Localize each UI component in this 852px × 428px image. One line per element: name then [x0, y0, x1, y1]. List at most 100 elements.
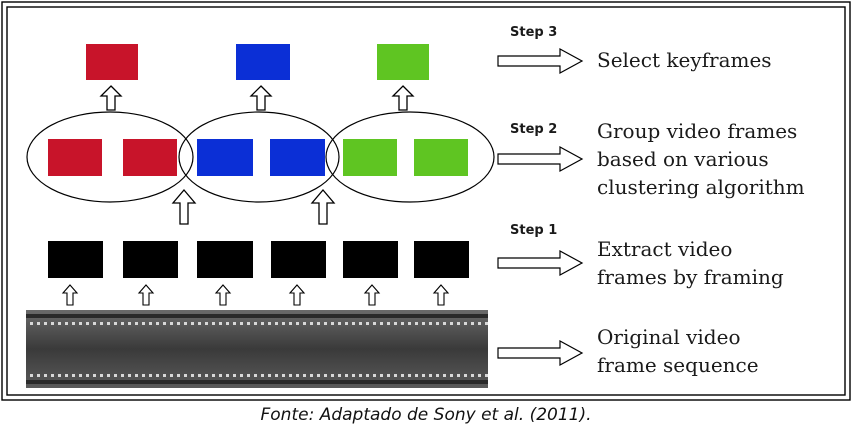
extracted-frame — [271, 241, 326, 278]
film-sprocket-hole — [401, 322, 404, 325]
cluster-frame-blue — [197, 139, 253, 176]
keyframe-red — [86, 44, 138, 80]
film-sprocket-hole — [233, 322, 236, 325]
film-sprocket-hole — [198, 322, 201, 325]
film-sprocket-hole — [177, 374, 180, 377]
film-sprocket-hole — [44, 322, 47, 325]
film-sprocket-hole — [450, 374, 453, 377]
up-arrow-icon — [61, 284, 79, 306]
film-sprocket-hole — [324, 374, 327, 377]
film-sprocket-hole — [408, 322, 411, 325]
cluster-ellipse-green — [325, 111, 495, 203]
cluster-frame-blue — [270, 139, 325, 176]
film-sprocket-holes — [30, 322, 488, 377]
outer-border — [1, 1, 851, 401]
film-sprocket-hole — [254, 374, 257, 377]
up-arrow-icon — [363, 284, 381, 306]
film-sprocket-hole — [205, 374, 208, 377]
extracted-frames — [48, 241, 469, 278]
film-sprocket-hole — [198, 374, 201, 377]
film-sprocket-hole — [268, 322, 271, 325]
film-sprocket-hole — [366, 322, 369, 325]
film-sprocket-hole — [65, 374, 68, 377]
film-sprocket-hole — [471, 322, 474, 325]
film-sprocket-hole — [226, 374, 229, 377]
film-sprocket-hole — [422, 374, 425, 377]
film-sprocket-hole — [79, 322, 82, 325]
film-sprocket-hole — [37, 374, 40, 377]
film-sprocket-hole — [93, 322, 96, 325]
film-sprocket-hole — [107, 322, 110, 325]
film-sprocket-hole — [450, 322, 453, 325]
film-sprocket-hole — [233, 374, 236, 377]
film-sprocket-hole — [380, 374, 383, 377]
step-2-description-line-1: Group video frames — [597, 119, 797, 143]
film-sprocket-hole — [394, 374, 397, 377]
right-arrow-icon — [497, 339, 584, 367]
film-sprocket-hole — [310, 322, 313, 325]
film-sprocket-hole — [443, 374, 446, 377]
film-sprocket-hole — [128, 374, 131, 377]
film-sprocket-hole — [275, 322, 278, 325]
film-sprocket-hole — [191, 374, 194, 377]
cluster-frame-green — [414, 139, 468, 176]
up-arrow-icon — [137, 284, 155, 306]
film-sprocket-hole — [471, 374, 474, 377]
film-sprocket-hole — [30, 374, 33, 377]
film-sprocket-hole — [317, 322, 320, 325]
step-3-group: Step 3 Select keyframes — [497, 25, 772, 75]
source-description-line-2: frame sequence — [597, 353, 759, 377]
right-arrow-icon — [497, 249, 584, 277]
up-arrow-icon — [310, 188, 336, 225]
film-sprocket-hole — [345, 322, 348, 325]
film-sprocket-hole — [324, 322, 327, 325]
cluster-frame-red — [123, 139, 177, 176]
film-sprocket-hole — [107, 374, 110, 377]
film-sprocket-hole — [184, 374, 187, 377]
film-sprocket-hole — [135, 374, 138, 377]
cluster-ellipse-blue — [178, 111, 340, 203]
up-arrow-icon — [432, 284, 450, 306]
film-sprocket-hole — [303, 322, 306, 325]
film-sprocket-hole — [415, 322, 418, 325]
film-sprocket-hole — [86, 322, 89, 325]
film-sprocket-hole — [114, 322, 117, 325]
film-sprocket-hole — [338, 374, 341, 377]
film-sprocket-hole — [352, 374, 355, 377]
film-sprocket-hole — [254, 322, 257, 325]
up-arrow-icon — [391, 85, 415, 111]
cluster-frame-green — [343, 139, 397, 176]
extracted-frame — [343, 241, 398, 278]
film-sprocket-hole — [331, 322, 334, 325]
film-sprocket-hole — [247, 322, 250, 325]
up-arrow-icon — [288, 284, 306, 306]
right-arrow-icon — [497, 145, 584, 173]
film-sprocket-hole — [296, 322, 299, 325]
film-sprocket-hole — [212, 322, 215, 325]
film-sprocket-hole — [296, 374, 299, 377]
film-sprocket-hole — [387, 374, 390, 377]
up-arrow-icon — [99, 85, 123, 111]
film-sprocket-hole — [240, 322, 243, 325]
film-sprocket-hole — [72, 374, 75, 377]
film-sprocket-hole — [51, 374, 54, 377]
film-sprocket-hole — [100, 322, 103, 325]
film-sprocket-hole — [142, 322, 145, 325]
film-sprocket-hole — [338, 322, 341, 325]
film-sprocket-hole — [170, 322, 173, 325]
film-sprocket-hole — [212, 374, 215, 377]
film-sprocket-hole — [485, 322, 488, 325]
extracted-frame — [414, 241, 469, 278]
extracted-frame — [123, 241, 178, 278]
film-sprocket-hole — [93, 374, 96, 377]
film-sprocket-hole — [149, 322, 152, 325]
film-sprocket-hole — [373, 374, 376, 377]
film-sprocket-hole — [359, 374, 362, 377]
film-sprocket-hole — [282, 374, 285, 377]
step-3-description: Select keyframes — [597, 48, 772, 72]
film-sprocket-hole — [303, 374, 306, 377]
film-sprocket-hole — [373, 322, 376, 325]
film-sprocket-hole — [408, 374, 411, 377]
film-sprocket-hole — [352, 322, 355, 325]
